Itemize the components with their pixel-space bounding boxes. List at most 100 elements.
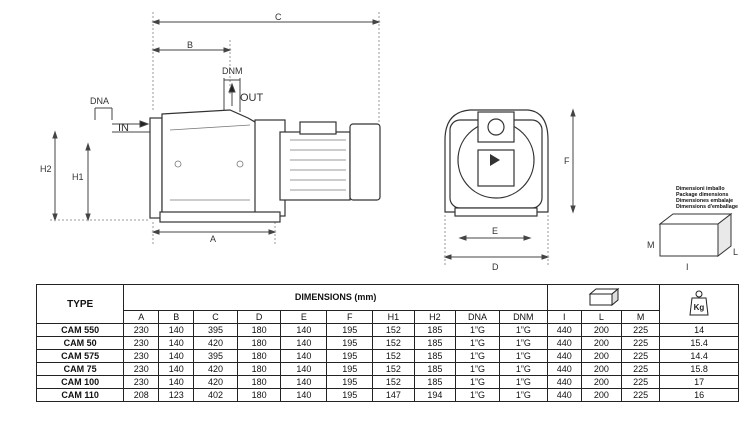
dim-label-dna: DNA xyxy=(90,96,109,106)
cell-e: 140 xyxy=(280,375,328,389)
dim-label-out: OUT xyxy=(240,92,264,104)
dim-label-b: B xyxy=(187,40,193,50)
cell-h1: 152 xyxy=(372,349,415,363)
dim-label-in: IN xyxy=(118,122,129,134)
dim-label-f: F xyxy=(564,156,570,166)
cell-dna: 1”G xyxy=(455,388,500,402)
cell-i: 440 xyxy=(546,388,582,402)
dim-label-c: C xyxy=(275,12,282,22)
column-header-m: M xyxy=(621,310,661,324)
cell-b: 140 xyxy=(158,349,195,363)
cell-a: 230 xyxy=(123,375,160,389)
package-title-en: Package dimensions xyxy=(676,192,729,198)
weight-icon: Kg xyxy=(689,290,709,315)
cell-h2: 185 xyxy=(413,323,457,337)
cell-e: 140 xyxy=(280,336,328,350)
cell-h2: 185 xyxy=(413,375,457,389)
model-name: CAM 550 xyxy=(35,323,125,337)
dim-label-h2: H2 xyxy=(40,164,52,174)
model-name: CAM 110 xyxy=(35,388,125,402)
cell-weight: 14.4 xyxy=(659,349,739,363)
cell-l: 200 xyxy=(580,388,623,402)
cell-l: 200 xyxy=(580,375,623,389)
type-header: TYPE xyxy=(35,284,125,324)
cell-b: 140 xyxy=(158,323,195,337)
cell-d: 180 xyxy=(236,388,282,402)
cell-m: 225 xyxy=(621,388,661,402)
model-name: CAM 100 xyxy=(35,375,125,389)
cell-c: 395 xyxy=(193,323,238,337)
weight-icon-label: Kg xyxy=(694,303,705,312)
cell-m: 225 xyxy=(621,349,661,363)
column-header-f: F xyxy=(326,310,374,324)
cell-d: 180 xyxy=(236,375,282,389)
cell-d: 180 xyxy=(236,362,282,376)
cell-c: 402 xyxy=(193,388,238,402)
cell-i: 440 xyxy=(546,375,582,389)
cell-dna: 1”G xyxy=(455,362,500,376)
column-header-h2: H2 xyxy=(413,310,457,324)
package-label-m: M xyxy=(647,240,655,250)
cell-dna: 1”G xyxy=(455,323,500,337)
cell-e: 140 xyxy=(280,362,328,376)
cell-dna: 1”G xyxy=(455,336,500,350)
cell-a: 208 xyxy=(123,388,160,402)
cell-h1: 152 xyxy=(372,323,415,337)
cell-d: 180 xyxy=(236,336,282,350)
column-header-dnm: DNM xyxy=(498,310,548,324)
cell-f: 195 xyxy=(326,388,374,402)
column-header-l: L xyxy=(580,310,623,324)
cell-c: 420 xyxy=(193,375,238,389)
model-name: CAM 50 xyxy=(35,336,125,350)
model-name: CAM 575 xyxy=(35,349,125,363)
cell-i: 440 xyxy=(546,362,582,376)
cell-h1: 152 xyxy=(372,336,415,350)
column-header-a: A xyxy=(123,310,160,324)
cell-a: 230 xyxy=(123,349,160,363)
model-name: CAM 75 xyxy=(35,362,125,376)
dimensions-header: DIMENSIONS (mm) xyxy=(123,284,548,311)
cell-l: 200 xyxy=(580,349,623,363)
cell-i: 440 xyxy=(546,323,582,337)
cell-e: 140 xyxy=(280,388,328,402)
cell-h2: 194 xyxy=(413,388,457,402)
package-title-it: Dimensioni imballo xyxy=(676,186,725,192)
cell-f: 195 xyxy=(326,349,374,363)
cell-i: 440 xyxy=(546,336,582,350)
cell-b: 140 xyxy=(158,362,195,376)
cell-dna: 1”G xyxy=(455,349,500,363)
column-header-b: B xyxy=(158,310,195,324)
cell-c: 395 xyxy=(193,349,238,363)
cell-weight: 14 xyxy=(659,323,739,337)
cell-m: 225 xyxy=(621,336,661,350)
cell-f: 195 xyxy=(326,336,374,350)
cell-b: 140 xyxy=(158,336,195,350)
cell-weight: 15.8 xyxy=(659,362,739,376)
dim-label-h1: H1 xyxy=(72,172,84,182)
dim-label-e: E xyxy=(492,226,498,236)
cell-f: 195 xyxy=(326,375,374,389)
cell-dnm: 1”G xyxy=(498,323,548,337)
package-title-fr: Dimensions d'emballage xyxy=(676,204,738,210)
cell-dna: 1”G xyxy=(455,375,500,389)
cell-c: 420 xyxy=(193,336,238,350)
column-header-h1: H1 xyxy=(372,310,415,324)
dim-label-a: A xyxy=(210,234,216,244)
column-header-dna: DNA xyxy=(455,310,500,324)
cell-h1: 147 xyxy=(372,388,415,402)
cell-m: 225 xyxy=(621,323,661,337)
cell-h1: 152 xyxy=(372,362,415,376)
package-box-icon xyxy=(588,287,619,307)
weight-header: Kg xyxy=(659,284,739,324)
cell-h2: 185 xyxy=(413,362,457,376)
cell-h2: 185 xyxy=(413,336,457,350)
cell-l: 200 xyxy=(580,336,623,350)
cell-l: 200 xyxy=(580,362,623,376)
cell-m: 225 xyxy=(621,375,661,389)
